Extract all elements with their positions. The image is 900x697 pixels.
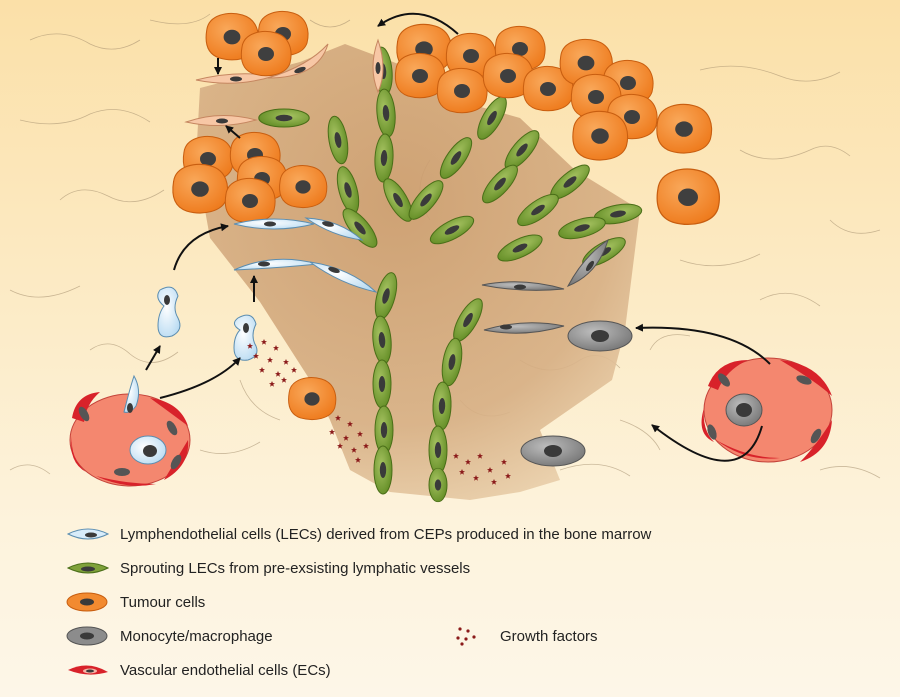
macrophage-icon bbox=[64, 626, 110, 646]
green-lec-icon bbox=[64, 558, 110, 578]
legend-item-macrophage: Monocyte/macrophage bbox=[64, 626, 273, 646]
legend-item-lec-sprouting: Sprouting LECs from pre-exsisting lympha… bbox=[64, 558, 470, 578]
blue-lec-icon bbox=[64, 524, 110, 544]
legend-item-tumour: Tumour cells bbox=[64, 592, 205, 612]
tumour-cell-icon bbox=[64, 592, 110, 612]
macrophages bbox=[481, 238, 633, 467]
legend-item-growth-factors: Growth factors bbox=[444, 626, 598, 646]
growth-factor-icon bbox=[444, 626, 490, 646]
legend-item-endothelial: Vascular endothelial cells (ECs) bbox=[64, 660, 331, 680]
arrows bbox=[145, 12, 771, 462]
legend-item-lec-bone-marrow: Lymphendothelial cells (LECs) derived fr… bbox=[64, 524, 651, 544]
legend: Lymphendothelial cells (LECs) derived fr… bbox=[64, 520, 844, 690]
blood-vessel-left bbox=[69, 374, 191, 487]
endothelial-cell-icon bbox=[64, 660, 110, 680]
sprouting-cells-pink bbox=[184, 38, 384, 127]
tissue-region bbox=[196, 44, 640, 500]
bone-marrow-lecs bbox=[157, 217, 378, 361]
blood-vessel-right bbox=[701, 357, 833, 463]
